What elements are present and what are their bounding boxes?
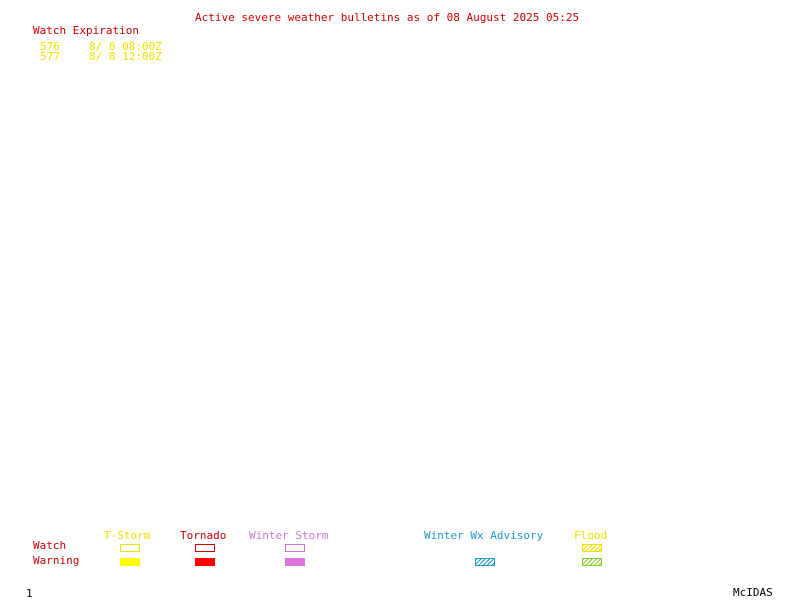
page-title: Active severe weather bulletins as of 08… — [195, 11, 580, 24]
legend-row-warning: Warning — [33, 554, 80, 567]
legend-label-winter-wx-advisory: Winter Wx Advisory — [424, 529, 544, 542]
tornado-warning-swatch — [195, 558, 215, 566]
legend-label-tornado: Tornado — [180, 529, 227, 542]
watch-expiration-heading: Watch Expiration — [33, 24, 139, 37]
tstorm-warning-swatch — [120, 558, 140, 566]
winter-wx-advisory-warning-swatch — [475, 558, 495, 566]
watch-id: 577 — [40, 50, 60, 63]
tstorm-watch-swatch — [120, 544, 140, 552]
legend-row-watch: Watch — [33, 539, 67, 552]
winter-storm-warning-swatch — [285, 558, 305, 566]
tornado-watch-swatch — [195, 544, 215, 552]
legend-label-flood: Flood — [574, 529, 608, 542]
legend-label-winter-storm: Winter Storm — [249, 529, 329, 542]
brand-label: McIDAS — [733, 586, 773, 599]
watch-id: 576 — [40, 40, 60, 53]
frame-number: 1 — [26, 587, 33, 600]
watch-expiration-time: 8/ 8 08:00Z — [89, 40, 162, 53]
legend-label-tstorm: T-Storm — [104, 529, 151, 542]
winter-storm-watch-swatch — [285, 544, 305, 552]
watch-expiration-time: 8/ 8 12:00Z — [89, 50, 162, 63]
flood-watch-swatch — [582, 544, 602, 552]
flood-warning-swatch — [582, 558, 602, 566]
